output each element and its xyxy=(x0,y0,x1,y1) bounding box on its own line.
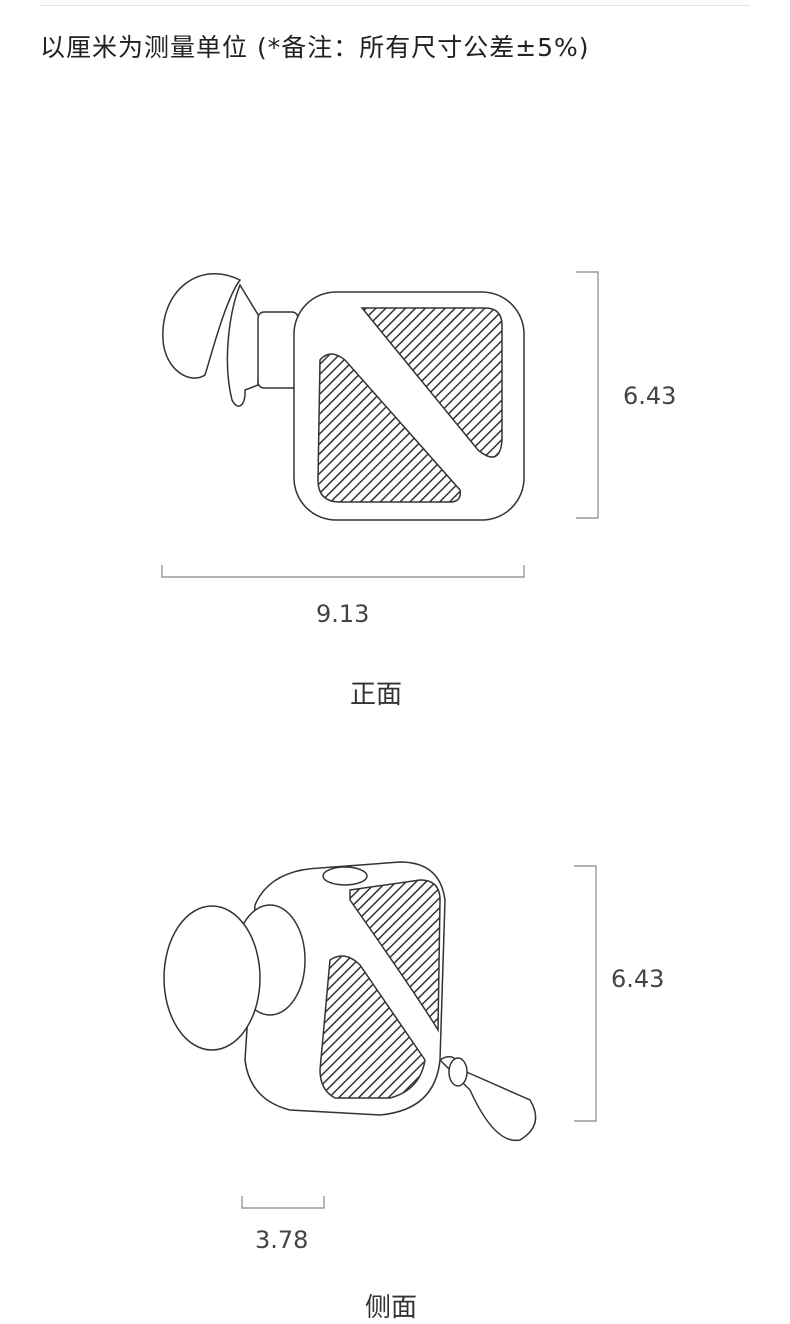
front-view-caption: 正面 xyxy=(350,680,403,710)
front-view-drawing xyxy=(162,273,525,521)
side-depth-bracket xyxy=(241,1196,325,1209)
front-height-bracket xyxy=(576,271,599,519)
front-width-bracket xyxy=(161,565,525,578)
front-height-label: 6.43 xyxy=(623,382,677,410)
side-depth-label: 3.78 xyxy=(255,1226,309,1254)
side-view-drawing xyxy=(163,861,537,1142)
top-divider xyxy=(40,5,750,6)
side-height-label: 6.43 xyxy=(611,965,665,993)
side-view-caption: 侧面 xyxy=(365,1293,418,1323)
side-height-bracket xyxy=(574,865,597,1122)
measurement-note: 以厘米为测量单位 (*备注：所有尺寸公差±5%) xyxy=(40,33,590,62)
front-width-label: 9.13 xyxy=(316,600,370,628)
